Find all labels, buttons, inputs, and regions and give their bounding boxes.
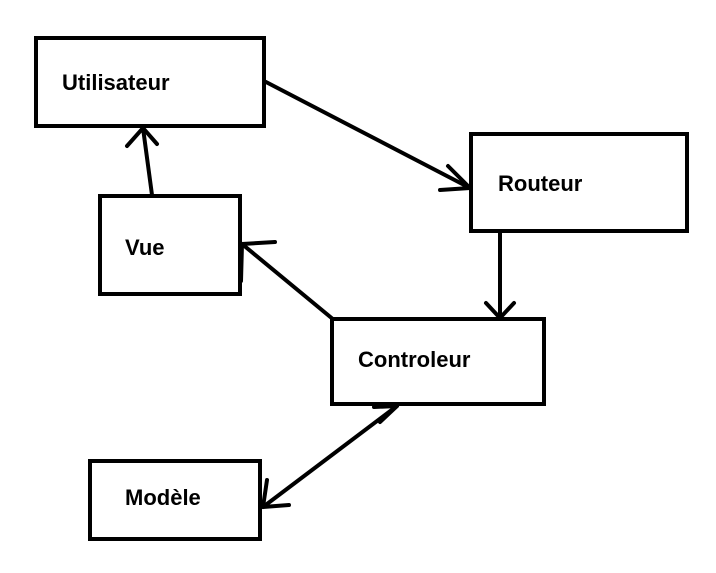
- node-utilisateur: Utilisateur: [34, 36, 266, 128]
- edge-vue-to-utilisateur: [125, 126, 159, 197]
- arrowhead: [125, 126, 159, 148]
- edge-controleur-to-vue: [239, 240, 336, 322]
- node-routeur-label: Routeur: [498, 171, 583, 196]
- edge-controleur-modele-bidirectional: [261, 404, 399, 509]
- node-modele-label: Modèle: [125, 485, 201, 510]
- edge-routeur-to-controleur: [484, 230, 516, 320]
- node-controleur: Controleur: [330, 317, 546, 406]
- node-utilisateur-label: Utilisateur: [62, 70, 170, 95]
- node-routeur: Routeur: [469, 132, 689, 233]
- node-vue-label: Vue: [125, 235, 165, 260]
- node-controleur-label: Controleur: [358, 347, 471, 372]
- edge-utilisateur-to-routeur: [264, 80, 472, 192]
- node-modele: Modèle: [88, 459, 262, 541]
- node-vue: Vue: [98, 194, 242, 296]
- arrowhead-modele-end: [261, 478, 291, 509]
